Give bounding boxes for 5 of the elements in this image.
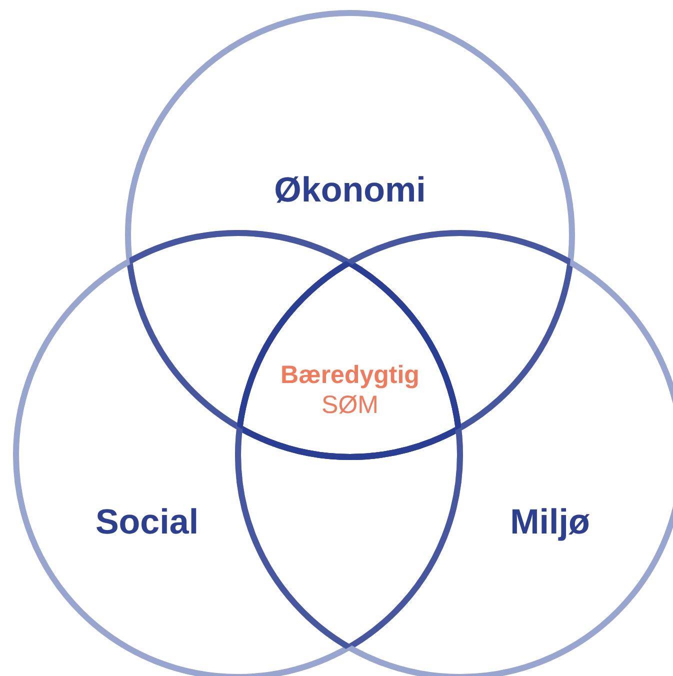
circle-label: Økonomi <box>274 172 426 208</box>
circle-label: Social <box>95 504 199 540</box>
circle-label: Miljø <box>510 504 590 540</box>
center-label: SØM <box>322 390 378 420</box>
center-label: Bæredygtig <box>280 360 420 390</box>
